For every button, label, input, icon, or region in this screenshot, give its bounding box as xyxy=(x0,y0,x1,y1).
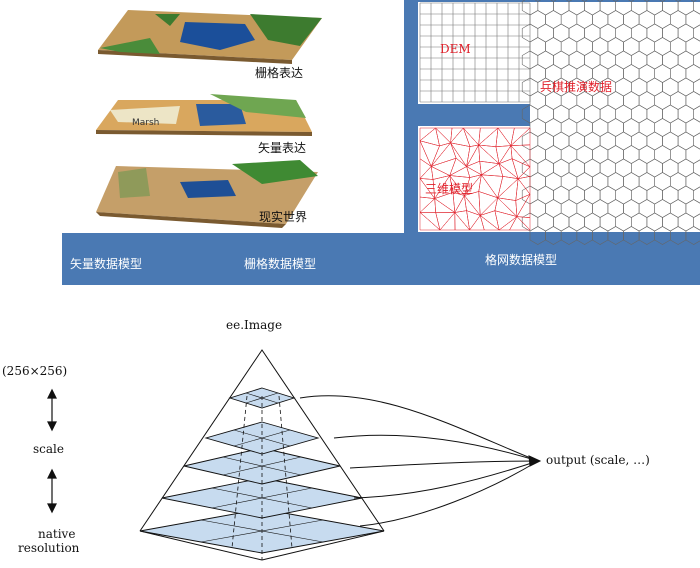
hex-panel xyxy=(530,2,700,232)
scale-label: scale xyxy=(33,442,64,456)
tile-size-label: (256×256) xyxy=(2,364,68,378)
output-arrows xyxy=(299,395,542,527)
real-world-label: 现实世界 xyxy=(259,210,308,224)
grid-model-label: 格网数据模型 xyxy=(485,253,558,267)
raster-model-label: 栅格数据模型 xyxy=(244,257,317,271)
vector-label: 矢量表达 xyxy=(258,141,307,155)
resolution-label: resolution xyxy=(18,541,80,555)
dem-label: DEM xyxy=(440,42,471,56)
hexagon-grid xyxy=(521,0,700,245)
raster-label: 栅格表达 xyxy=(255,66,304,80)
vector-model-label: 矢量数据模型 xyxy=(70,257,143,271)
real-world-image xyxy=(96,160,318,228)
dem-panel xyxy=(418,2,530,104)
pyramid-title: ee.Image xyxy=(226,318,283,332)
output-label: output (scale, …) xyxy=(546,453,650,467)
scale-arrows xyxy=(47,388,57,514)
hex-label: 兵棋推演数据 xyxy=(540,80,613,94)
svg-text:Marsh: Marsh xyxy=(132,118,159,128)
image-pyramid xyxy=(139,349,385,561)
tin-label: 三维模型 xyxy=(425,182,474,196)
vector-layer-image: Marsh xyxy=(96,94,312,136)
native-label: native xyxy=(38,527,76,541)
tin-triangle-mesh xyxy=(419,127,531,231)
raster-layer-image xyxy=(98,10,322,64)
bottom-blue-bar xyxy=(62,233,700,285)
dem-square-grid xyxy=(419,2,531,103)
